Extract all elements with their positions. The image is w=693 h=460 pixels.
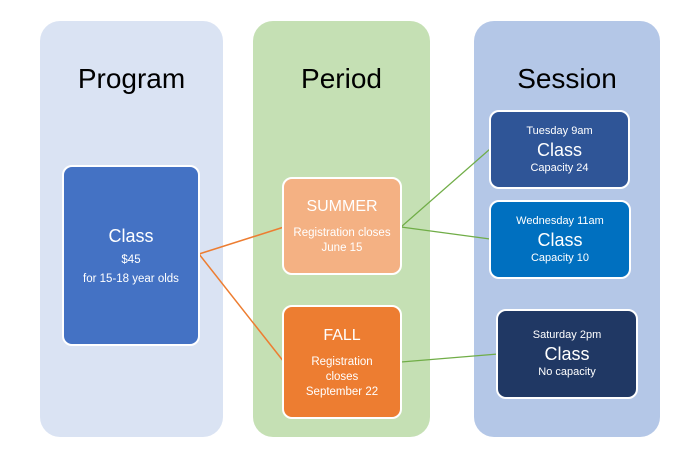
session-saturday-time: Saturday 2pm <box>532 329 602 341</box>
period-summer-line2: June 15 <box>321 242 363 254</box>
period-fall-line1: Registration <box>311 355 373 368</box>
period-fall-node: FALL Registration closes September 22 <box>282 305 402 419</box>
program-class-title: Class <box>108 225 154 246</box>
period-summer-title: SUMMER <box>306 198 378 215</box>
period-column-title: Period <box>301 63 382 94</box>
program-class-node: Class $45 for 15-18 year olds <box>62 165 200 346</box>
session-saturday-node: Saturday 2pm Class No capacity <box>496 309 638 399</box>
session-wednesday-title: Class <box>537 229 583 250</box>
period-summer-line1: Registration closes <box>293 227 391 239</box>
period-fall-title: FALL <box>323 326 361 344</box>
session-tuesday-node: Tuesday 9am Class Capacity 24 <box>489 110 630 189</box>
period-fall-line2: closes <box>325 370 359 383</box>
period-summer-node: SUMMER Registration closes June 15 <box>282 177 402 275</box>
session-saturday-capacity: No capacity <box>538 366 596 378</box>
session-wednesday-time: Wednesday 11am <box>516 214 604 227</box>
session-saturday-title: Class <box>544 344 590 364</box>
session-tuesday-time: Tuesday 9am <box>526 124 593 137</box>
session-tuesday-capacity: Capacity 24 <box>530 161 589 174</box>
program-class-audience: for 15-18 year olds <box>83 272 179 285</box>
session-tuesday-title: Class <box>536 139 582 160</box>
session-wednesday-capacity: Capacity 10 <box>530 251 590 264</box>
period-fall-line3: September 22 <box>305 385 379 398</box>
session-wednesday-node: Wednesday 11am Class Capacity 10 <box>489 200 631 279</box>
session-column-title: Session <box>517 63 617 94</box>
program-class-price: $45 <box>121 253 141 266</box>
program-column-title: Program <box>77 63 186 94</box>
